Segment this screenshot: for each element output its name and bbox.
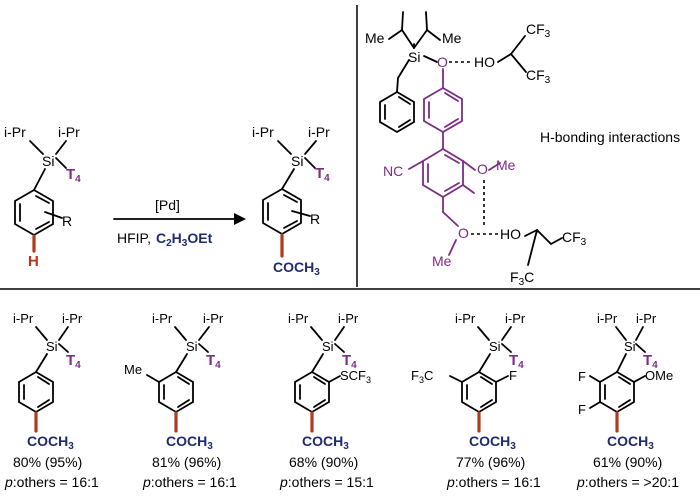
example-5: i-Pr i-Pr Si T4 F F OMe COCH3 61% (90%) … [576, 311, 679, 490]
acetyl-label: COCH3 [166, 433, 213, 452]
ipr-label: i-Pr [338, 311, 359, 326]
si-label: Si [322, 339, 334, 354]
cf3-label: CF3 [526, 21, 551, 40]
t4-label: T4 [509, 352, 524, 371]
si-label: Si [186, 339, 198, 354]
r-group-label: R [310, 211, 320, 227]
yield-label: 61% (90%) [593, 454, 662, 470]
si-label: Si [42, 153, 54, 169]
hbond-model: Me Me Si O HO CF3 CF3 [365, 11, 680, 288]
t4-label: T4 [206, 352, 221, 371]
selectivity-label: p:others = 15:1 [279, 474, 374, 490]
yield-label: 81% (96%) [152, 454, 221, 470]
si-label: Si [489, 339, 501, 354]
ipr-label: i-Pr [636, 311, 657, 326]
t4-label: T4 [342, 352, 357, 371]
methyl-label: Me [365, 30, 385, 46]
ipr-label: i-Pr [288, 311, 309, 326]
cf3-label: CF3 [526, 67, 551, 86]
scf3-label: SCF3 [340, 368, 371, 385]
starting-material: i-Pr i-Pr Si T4 R H [4, 124, 81, 270]
para-h-label: H [28, 253, 39, 270]
t4-label: T4 [66, 352, 81, 371]
yield-label: 77% (96%) [456, 454, 525, 470]
selectivity-label: p:others = 16:1 [142, 474, 237, 490]
t4-label: T4 [66, 166, 81, 185]
example-4: i-Pr i-Pr Si T4 F3C F COCH3 77% (96%) p:… [411, 311, 541, 490]
r-group-label: R [62, 213, 72, 229]
cf3-label: F3C [411, 368, 433, 385]
oxygen-label: O [458, 225, 469, 241]
yield-label: 68% (90%) [289, 454, 358, 470]
fluoro-label: F [578, 369, 586, 384]
ipr-label: i-Pr [58, 124, 80, 140]
fluoro-label: F [509, 368, 517, 383]
ipr-label: i-Pr [203, 311, 224, 326]
conditions-label: HFIP,C2H3OEt [117, 230, 213, 249]
selectivity-label: p:others = >20:1 [576, 474, 679, 490]
si-label: Si [46, 339, 58, 354]
methoxy-label: Me [432, 253, 452, 269]
hfip-hydroxyl-label: HO [474, 54, 495, 70]
example-2: i-Pr i-Pr Si T4 Me COCH3 81% (96%) p:oth… [124, 311, 237, 490]
ipr-label: i-Pr [597, 311, 618, 326]
si-label: Si [408, 49, 420, 65]
acetyl-label: COCH3 [607, 433, 654, 452]
example-1: i-Pr i-Pr Si T4 COCH3 80% (95%) p:others… [4, 311, 99, 490]
ipr-label: i-Pr [505, 311, 526, 326]
ipr-label: i-Pr [13, 311, 34, 326]
methoxy-label: Me [496, 157, 516, 173]
selectivity-label: p:others = 16:1 [446, 474, 541, 490]
nitrile-label: NC [383, 163, 403, 179]
methoxy-label: OMe [645, 368, 673, 383]
si-label: Si [624, 339, 636, 354]
ipr-label: i-Pr [62, 311, 83, 326]
oxygen-label: O [437, 54, 448, 70]
acetyl-label: COCH3 [302, 433, 349, 452]
product: i-Pr i-Pr Si T4 R COCH3 [252, 124, 330, 278]
ipr-label: i-Pr [4, 124, 26, 140]
f3c-label: F3C [510, 269, 534, 288]
acetyl-label: COCH3 [469, 433, 516, 452]
ipr-label: i-Pr [308, 124, 330, 140]
hfip-hydroxyl-label: HO [500, 226, 521, 242]
acetyl-label: COCH3 [27, 433, 74, 452]
example-3: i-Pr i-Pr Si T4 SCF3 COCH3 68% (90%) p:o… [279, 311, 374, 490]
si-label: Si [291, 153, 303, 169]
hbond-caption: H-bonding interactions [540, 129, 680, 145]
fluoro-label: F [578, 402, 586, 417]
yield-label: 80% (95%) [13, 454, 82, 470]
ipr-label: i-Pr [455, 311, 476, 326]
methyl-label: Me [442, 30, 462, 46]
reaction-arrow: [Pd] HFIP,C2H3OEt [113, 197, 246, 249]
ipr-label: i-Pr [252, 124, 274, 140]
catalyst-label: [Pd] [155, 197, 180, 213]
oxygen-label: O [477, 161, 488, 177]
ipr-label: i-Pr [152, 311, 173, 326]
cf3-label: CF3 [562, 229, 587, 248]
t4-label: T4 [643, 352, 658, 371]
t4-label: T4 [315, 165, 330, 184]
methyl-label: Me [124, 362, 142, 377]
acetyl-label: COCH3 [273, 259, 320, 278]
selectivity-label: p:others = 16:1 [4, 474, 99, 490]
